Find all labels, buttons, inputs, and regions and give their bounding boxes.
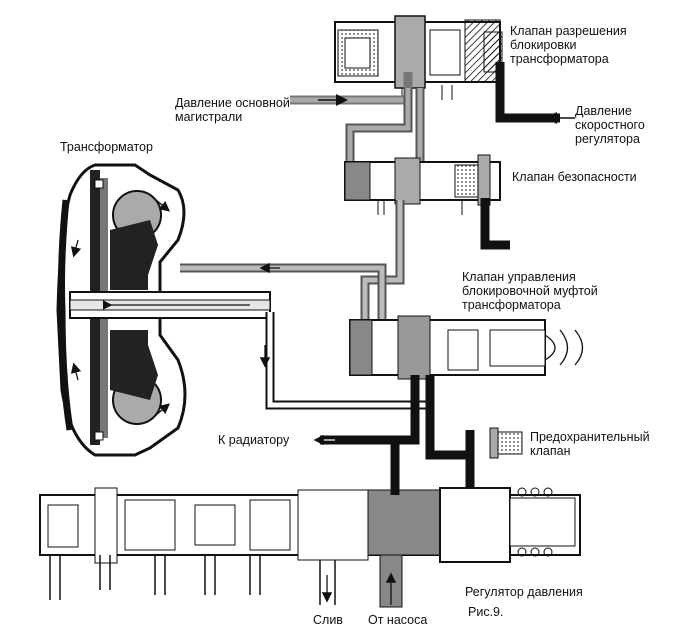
converter-label: Трансформатор: [60, 140, 153, 154]
from-pump-label: От насоса: [368, 613, 428, 627]
lockup-enable-valve-label: Клапан разрешения блокировки трансформат…: [510, 24, 627, 66]
to-radiator-label: К радиатору: [218, 433, 290, 447]
valve-body: [39, 487, 581, 608]
torque-converter: [56, 163, 271, 457]
drain-label: Слив: [313, 613, 343, 627]
figure-caption: Рис.9.: [468, 605, 504, 619]
main-line-pressure-label: Давление основной магистрали: [175, 96, 290, 124]
relief-valve: [489, 427, 523, 459]
lockup-clutch-control-valve-label: Клапан управления блокировочной муфтой т…: [462, 270, 598, 312]
pressure-regulator-label: Регулятор давления: [465, 585, 583, 599]
governor-pressure-label: Давление скоростного регулятора: [575, 104, 645, 146]
lockup-clutch-control-valve: [349, 315, 584, 380]
lockup-enable-valve: [334, 15, 503, 100]
safety-valve: [344, 154, 501, 215]
relief-valve-label: Предохранительный клапан: [530, 430, 650, 458]
safety-valve-label: Клапан безопасности: [512, 170, 637, 184]
